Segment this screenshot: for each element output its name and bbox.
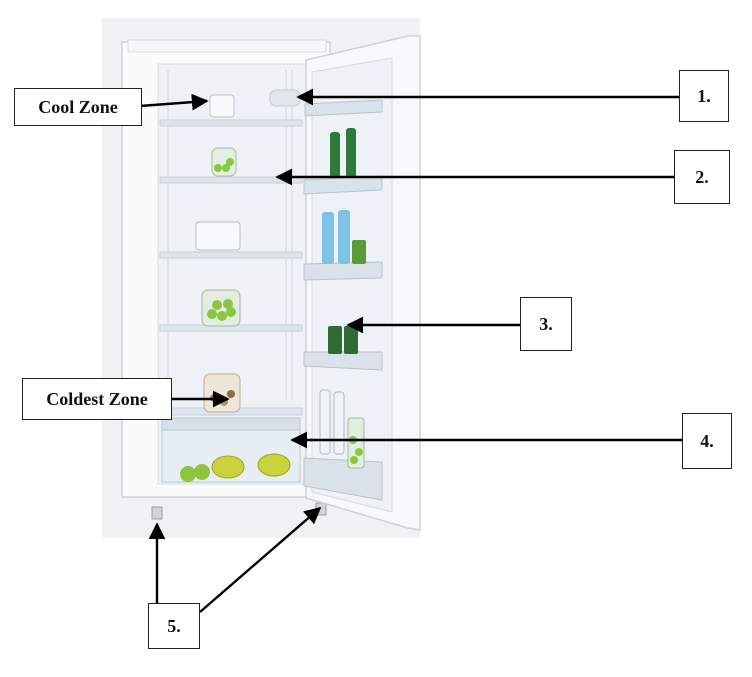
fridge-door [303, 35, 421, 531]
arrow-5-right [199, 506, 322, 613]
thermostat-light [269, 89, 301, 107]
label-2: 2. [674, 150, 730, 204]
fridge-cabinet [121, 39, 331, 520]
label-coldest-zone: Coldest Zone [22, 378, 172, 420]
label-4: 4. [682, 413, 732, 469]
arrow-cool-zone [139, 93, 209, 111]
label-cool-zone: Cool Zone [14, 88, 142, 126]
label-1: 1. [679, 70, 729, 122]
label-5: 5. [148, 603, 200, 649]
shelf-items [180, 94, 291, 482]
left-foot [151, 506, 163, 520]
label-3: 3. [520, 297, 572, 351]
